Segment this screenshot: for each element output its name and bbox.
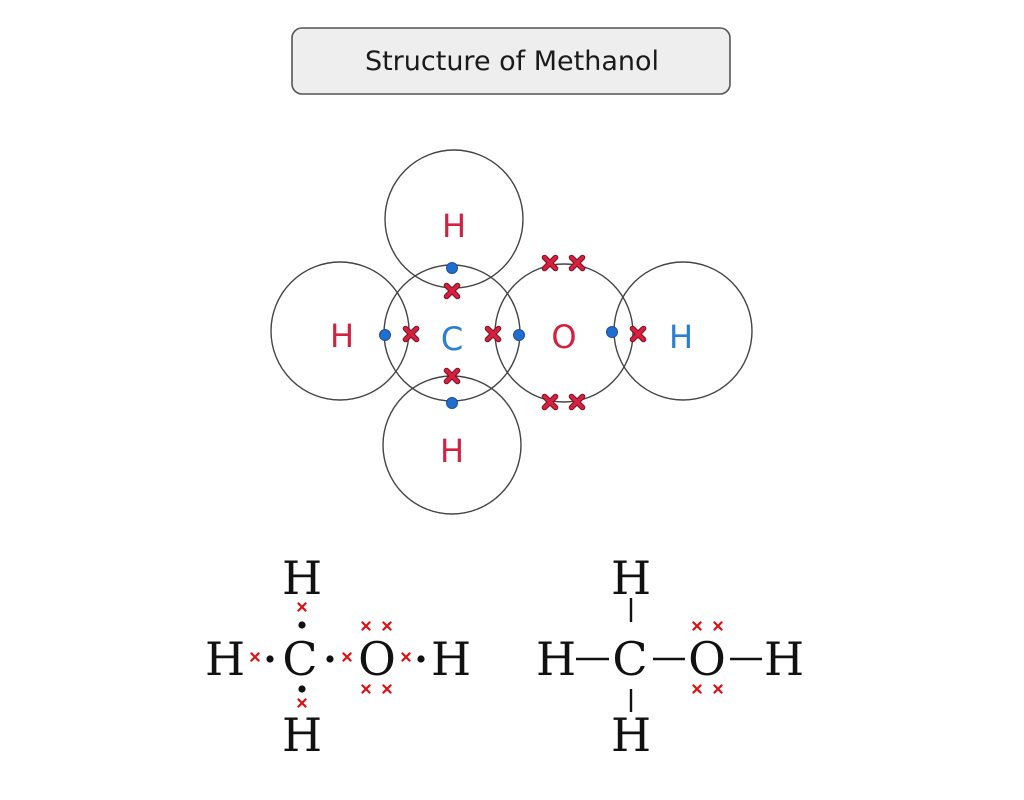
lewis-electron-cross	[401, 652, 411, 662]
lewis-electron-dot	[326, 655, 334, 663]
lewis-electron-cross	[361, 684, 371, 694]
lewis-electron-cross	[250, 652, 260, 662]
hydrogen-electron-cross	[402, 325, 420, 343]
oxygen-electron-cross	[568, 254, 586, 272]
lewis-oxygen: O	[358, 632, 396, 686]
h-left-label: H	[330, 317, 354, 355]
title-banner: Structure of Methanol	[291, 27, 731, 95]
lewis-electron-cross	[382, 684, 392, 694]
carbon-electron-dot	[513, 329, 525, 341]
structural-formula: H H C O H H	[536, 551, 804, 762]
h-top-label: H	[442, 207, 466, 245]
lewis-top-h: H	[282, 551, 322, 605]
lewis-carbon: C	[282, 632, 317, 686]
lewis-left-h: H	[205, 632, 245, 686]
oxygen-electron-cross	[541, 254, 559, 272]
dot-cross-diagram: H H H C O H	[270, 149, 753, 515]
hydrogen-electron-cross	[443, 367, 461, 385]
carbon-electron-dot	[446, 262, 458, 274]
lewis-electron-cross	[342, 652, 352, 662]
lewis-right-h: H	[431, 632, 471, 686]
lewis-electron-dot	[266, 655, 274, 663]
oxygen-electron-cross	[629, 325, 647, 343]
carbon-label: C	[441, 320, 463, 358]
h-right-label: H	[669, 318, 693, 356]
h-bottom-label: H	[440, 432, 464, 470]
structural-lone-pair-cross	[692, 621, 702, 631]
oxygen-label: O	[551, 318, 576, 356]
structural-bottom-h: H	[611, 708, 651, 762]
structural-top-h: H	[611, 551, 651, 605]
oxygen-electron-cross	[568, 393, 586, 411]
lewis-electron-cross	[382, 621, 392, 631]
structural-lone-pair-cross	[692, 684, 702, 694]
lewis-electron-cross	[297, 602, 307, 612]
lewis-electron-cross	[361, 621, 371, 631]
lewis-formula: H H C O H H	[205, 551, 471, 762]
oxygen-electron-cross	[484, 325, 502, 343]
title-box	[291, 27, 731, 95]
structural-oxygen: O	[688, 632, 726, 686]
lewis-bottom-h: H	[282, 708, 322, 762]
structural-left-h: H	[536, 632, 576, 686]
lewis-electron-dot	[417, 655, 425, 663]
carbon-electron-dot	[379, 329, 391, 341]
oxygen-electron-cross	[541, 393, 559, 411]
structural-lone-pair-cross	[713, 684, 723, 694]
lewis-electron-cross	[297, 698, 307, 708]
lewis-electron-dot	[298, 621, 306, 629]
hydrogen-electron-cross	[443, 282, 461, 300]
structural-lone-pair-cross	[713, 621, 723, 631]
carbon-electron-dot	[446, 397, 458, 409]
structural-right-h: H	[764, 632, 804, 686]
structural-carbon: C	[612, 632, 647, 686]
lewis-electron-dot	[298, 685, 306, 693]
oh-hydrogen-electron-dot	[606, 326, 618, 338]
page-title: Structure of Methanol	[365, 46, 659, 77]
